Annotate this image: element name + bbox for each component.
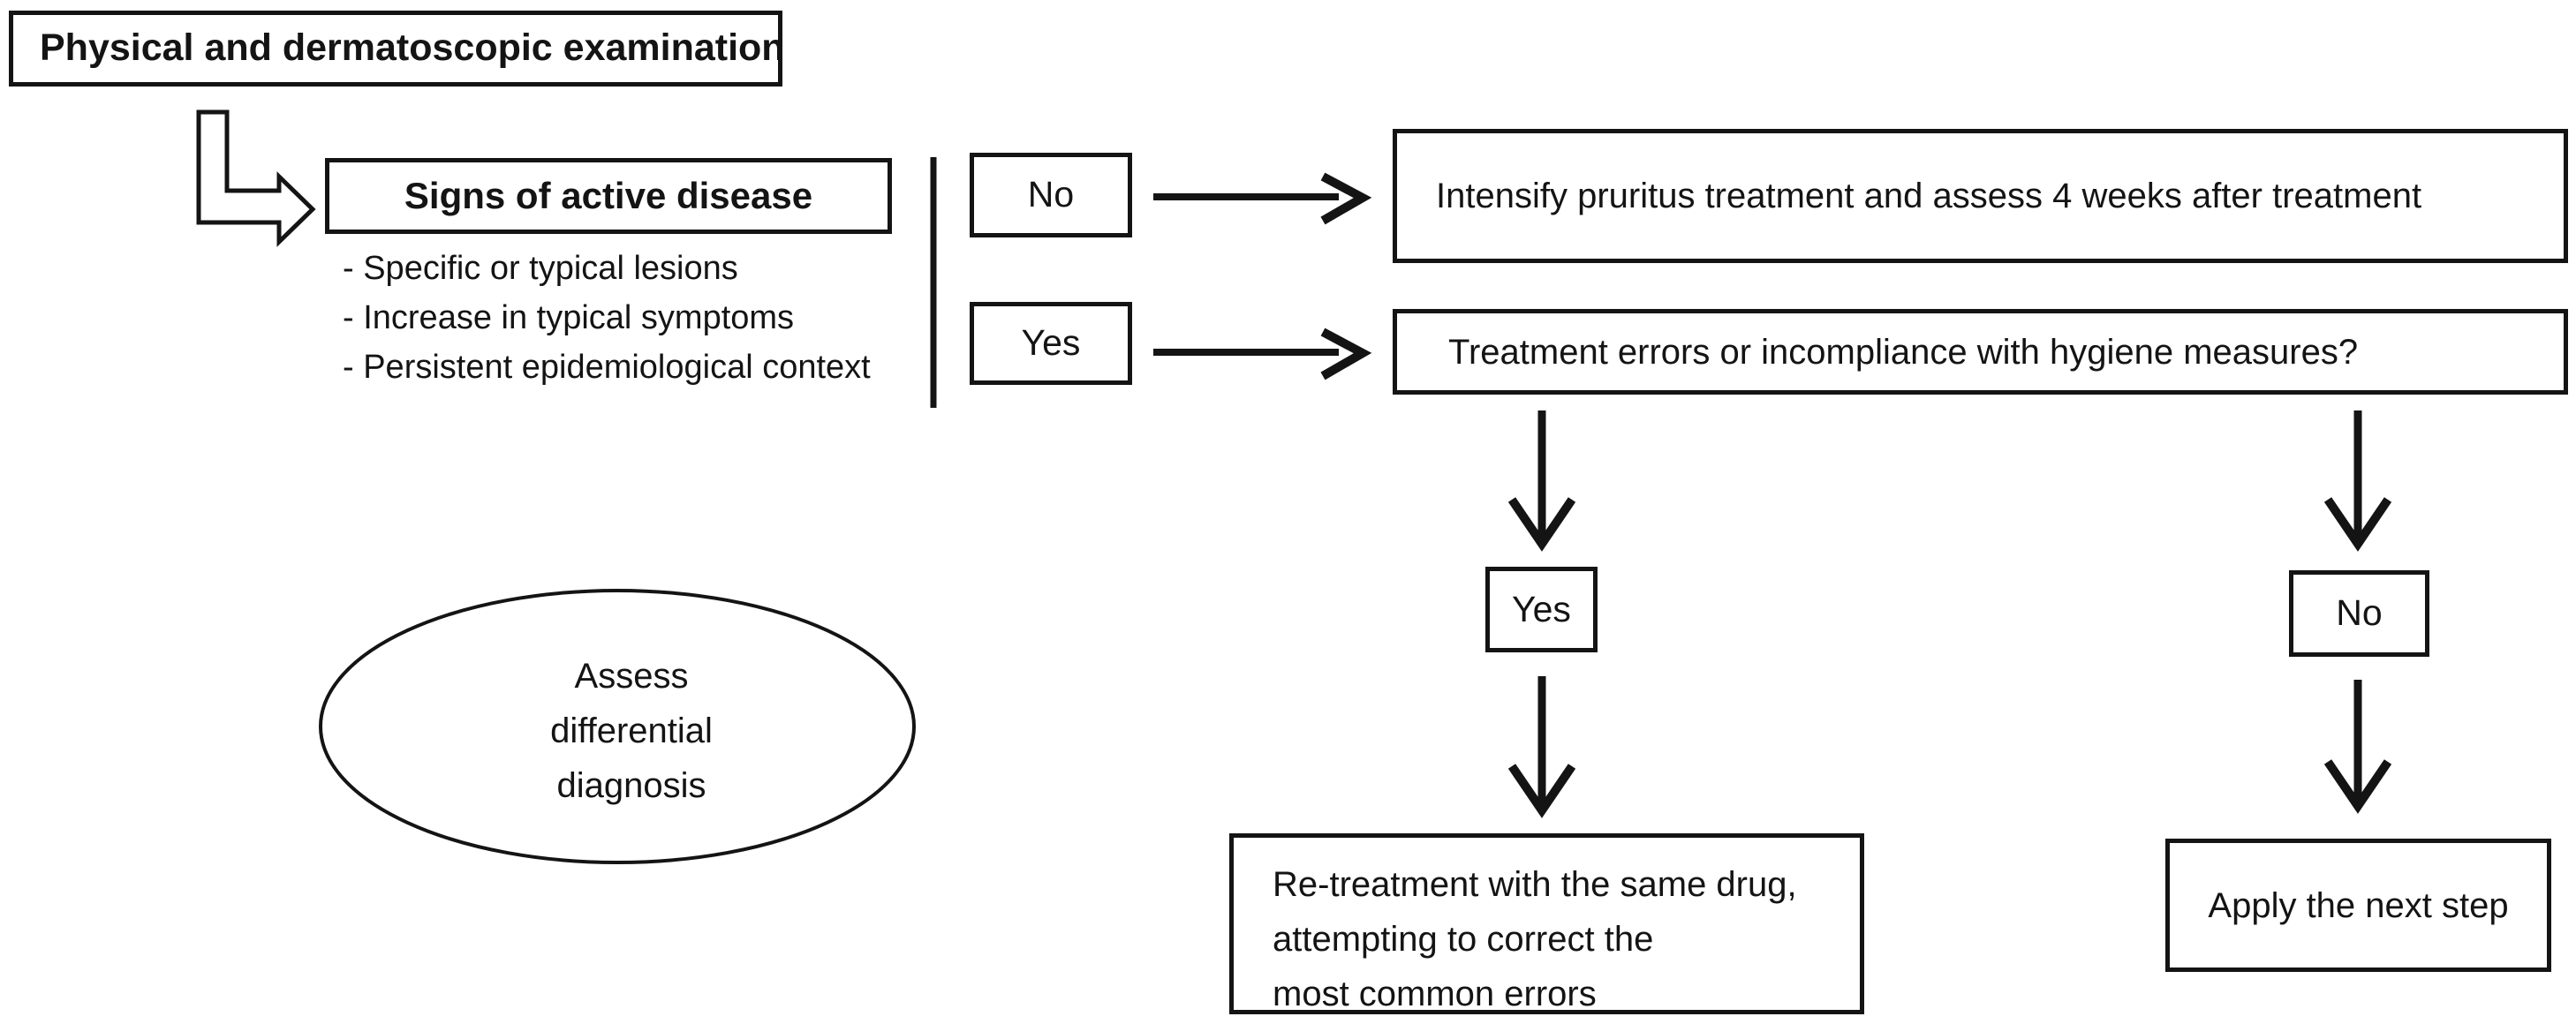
- signs-of-active-disease-box: Signs of active disease: [325, 158, 892, 234]
- retreatment-line-3: most common errors: [1273, 975, 1597, 1013]
- treatment-errors-question-box: Treatment errors or incompliance with hy…: [1393, 309, 2568, 395]
- yes-to-retreatment-arrow: [1507, 676, 1576, 818]
- no-to-apply-arrow: [2323, 680, 2392, 814]
- diagnosis-line-1: Assess: [574, 657, 689, 696]
- branch-no-box: No: [970, 153, 1132, 237]
- retreatment-line-2: attempting to correct the: [1273, 920, 1654, 959]
- signs-bullet-list: - Specific or typical lesions - Increase…: [343, 244, 925, 392]
- apply-next-step-box: Apply the next step: [2165, 839, 2551, 972]
- yes-branch-arrow: [1153, 328, 1372, 380]
- question-yes-box: Yes: [1485, 567, 1598, 652]
- question-no-box: No: [2289, 570, 2429, 657]
- differential-diagnosis-label: Assess differential diagnosis: [371, 649, 892, 813]
- differential-diagnosis-ellipse: [319, 589, 916, 864]
- question-yes-arrow: [1507, 410, 1576, 552]
- signs-bullet-lesions: - Specific or typical lesions: [343, 250, 738, 287]
- diagnosis-line-3: diagnosis: [556, 766, 706, 805]
- signs-bullet-symptoms: - Increase in typical symptoms: [343, 299, 795, 336]
- retreatment-box: Re-treatment with the same drug, attempt…: [1229, 833, 1864, 1014]
- retreatment-line-1: Re-treatment with the same drug,: [1273, 865, 1797, 904]
- branch-yes-box: Yes: [970, 302, 1132, 385]
- diagnosis-line-2: differential: [550, 712, 713, 750]
- no-branch-arrow: [1153, 172, 1372, 225]
- physical-examination-box: Physical and dermatoscopic examination: [9, 11, 785, 87]
- intensify-treatment-box: Intensify pruritus treatment and assess …: [1393, 129, 2568, 263]
- signs-bullet-context: - Persistent epidemiological context: [343, 349, 871, 386]
- elbow-arrow: [196, 109, 316, 247]
- question-no-arrow: [2323, 410, 2392, 552]
